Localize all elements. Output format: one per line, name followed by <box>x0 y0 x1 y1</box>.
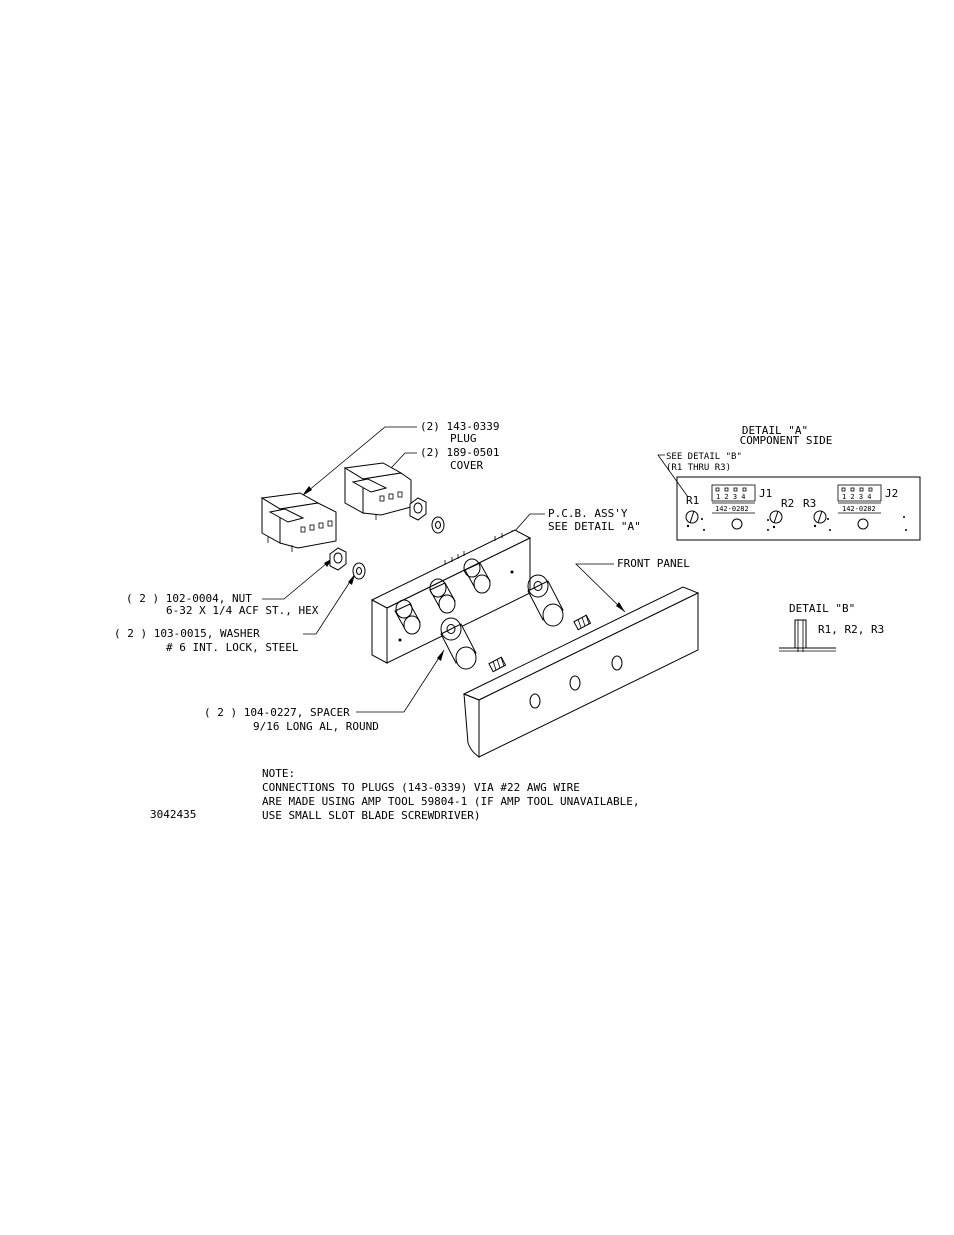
callouts: (2) 143-0339 PLUG (2) 189-0501 COVER P.C… <box>114 420 690 733</box>
front-panel-hole-1 <box>529 693 541 709</box>
detail-b: DETAIL "B" R1, R2, R3 <box>779 602 884 652</box>
r1-potentiometer <box>685 510 705 531</box>
j1-connector <box>711 484 756 502</box>
front-panel-hole-2 <box>569 675 581 691</box>
pot-shaft-3 <box>463 558 491 594</box>
detail-b-title: DETAIL "B" <box>789 602 855 615</box>
plug-part-number: (2) 143-0339 <box>420 420 499 433</box>
nut-upper <box>409 497 427 521</box>
j1-part-number: 142-0282 <box>715 505 749 513</box>
r3-potentiometer <box>813 510 831 531</box>
cover-part-number: (2) 189-0501 <box>420 446 499 459</box>
detail-a-j1-label: J1 <box>759 487 772 500</box>
washer-label-line1: ( 2 ) 103-0015, WASHER <box>114 627 260 640</box>
spacer-leader <box>356 649 445 713</box>
cover-name: COVER <box>450 459 483 472</box>
j2-part-number: 142-0282 <box>842 505 876 513</box>
spacer-upper <box>527 574 564 627</box>
detail-a-r1-label: R1 <box>686 494 699 507</box>
j1-pins-icon <box>715 487 747 492</box>
detail-b-component-icon <box>794 619 807 648</box>
spacer-label-line2: 9/16 LONG AL, ROUND <box>253 720 379 733</box>
note: NOTE: CONNECTIONS TO PLUGS (143-0339) VI… <box>262 767 640 822</box>
plug-right <box>343 462 412 520</box>
r2-potentiometer <box>769 510 783 529</box>
detail-a-j2-label: J2 <box>885 487 898 500</box>
detail-a-leader <box>657 454 689 498</box>
detail-a-subtitle: COMPONENT SIDE <box>740 434 833 447</box>
pcb-assembly <box>370 529 532 664</box>
detail-a-range: (R1 THRU R3) <box>666 463 731 473</box>
j2-pins-icon <box>841 487 873 492</box>
front-panel-leader <box>575 563 626 613</box>
detail-a-see-detail-b: SEE DETAIL "B" <box>666 452 742 462</box>
stud-upper <box>573 614 592 631</box>
note-line-1: CONNECTIONS TO PLUGS (143-0339) VIA #22 … <box>262 781 580 794</box>
spacer-label-line1: ( 2 ) 104-0227, SPACER <box>204 706 350 719</box>
nut-lower <box>329 547 347 571</box>
front-panel <box>462 586 700 758</box>
j2-mounting-hole <box>857 518 869 530</box>
front-panel-hole-3 <box>611 655 623 671</box>
pcb-label-line1: P.C.B. ASS'Y <box>548 507 628 520</box>
detail-b-label: R1, R2, R3 <box>818 623 884 636</box>
nut-leader <box>262 557 334 600</box>
pot-shaft-2 <box>429 578 456 614</box>
j2-connector <box>837 484 882 502</box>
plug-name: PLUG <box>450 432 477 445</box>
plug-leader <box>301 426 417 497</box>
note-heading: NOTE: <box>262 767 295 780</box>
stud-lower <box>488 656 507 673</box>
j2-pin-numbers: 1 2 3 4 <box>842 493 872 501</box>
front-panel-label: FRONT PANEL <box>617 557 690 570</box>
j1-mounting-hole <box>731 518 743 530</box>
detail-a-board <box>676 476 921 541</box>
washer-lower <box>352 562 366 580</box>
detail-a-r2-label: R2 <box>781 497 794 510</box>
nut-label-line2: 6-32 X 1/4 ACF ST., HEX <box>166 604 319 617</box>
plug-left <box>260 492 337 552</box>
washer-label-line2: # 6 INT. LOCK, STEEL <box>166 641 299 654</box>
nut-label-line1: ( 2 ) 102-0004, NUT <box>126 592 252 605</box>
note-line-3: USE SMALL SLOT BLADE SCREWDRIVER) <box>262 809 481 822</box>
detail-a-r3-label: R3 <box>803 497 816 510</box>
note-line-2: ARE MADE USING AMP TOOL 59804-1 (IF AMP … <box>262 795 640 808</box>
washer-leader <box>303 573 356 635</box>
spacer-lower <box>440 617 477 670</box>
drawing-number: 3042435 <box>150 808 196 821</box>
pot-shaft-1 <box>394 599 421 635</box>
pcb-label-line2: SEE DETAIL "A" <box>548 520 641 533</box>
detail-a-title: DETAIL "A" <box>742 424 808 437</box>
washer-upper <box>431 516 445 534</box>
detail-a: DETAIL "A" COMPONENT SIDE SEE DETAIL "B"… <box>657 424 921 541</box>
j1-pin-numbers: 1 2 3 4 <box>716 493 746 501</box>
